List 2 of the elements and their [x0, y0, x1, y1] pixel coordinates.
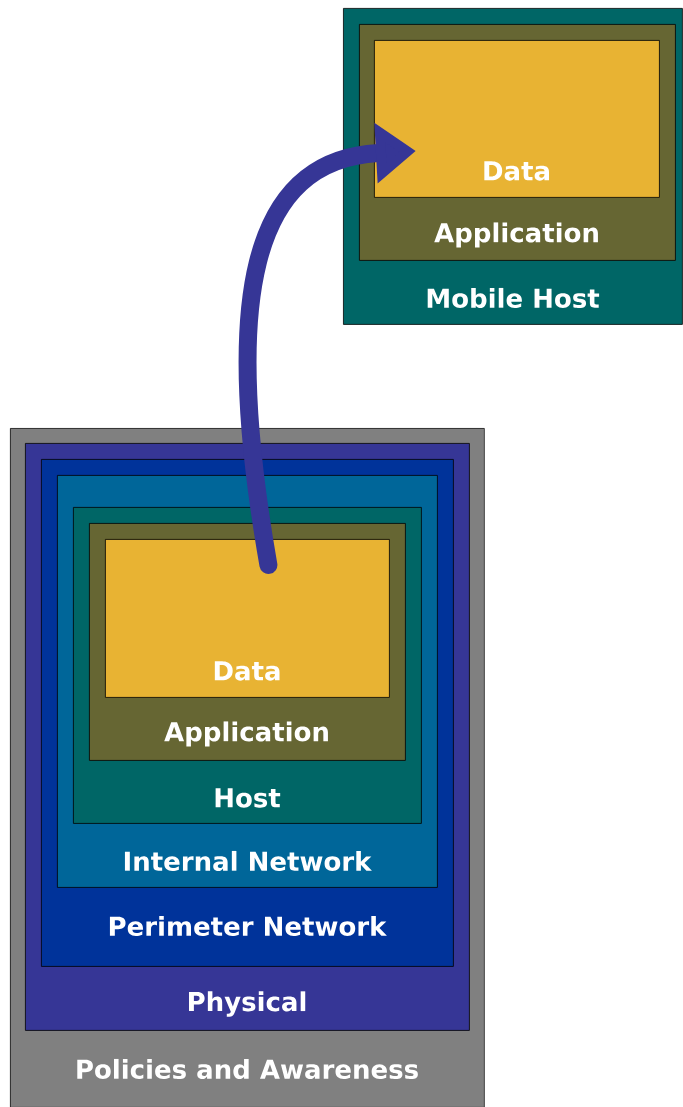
layer-box: Data [374, 40, 660, 198]
layer-box: Data [105, 539, 390, 698]
